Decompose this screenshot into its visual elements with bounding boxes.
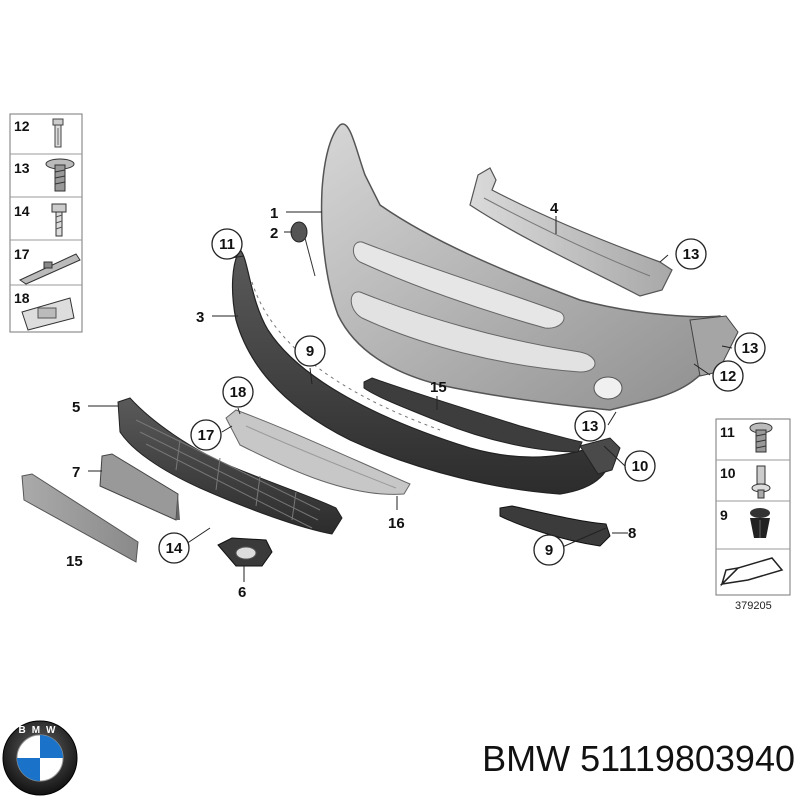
washer-screw-icon xyxy=(45,158,75,192)
svg-text:BMW: BMW xyxy=(19,725,62,736)
bolt-icon xyxy=(51,203,67,237)
callout-15-upper: 15 xyxy=(430,379,447,396)
svg-text:9: 9 xyxy=(306,343,314,360)
callout-5: 5 xyxy=(72,399,80,416)
expanding-nut-icon xyxy=(750,508,770,538)
underbody-panel-part xyxy=(225,409,411,495)
callout-7: 7 xyxy=(72,464,80,481)
callout-17: 17 xyxy=(190,419,222,451)
callout-8: 8 xyxy=(628,525,636,542)
svg-text:2: 2 xyxy=(270,225,278,242)
legend-label-12: 12 xyxy=(14,118,30,134)
callout-12: 12 xyxy=(712,360,744,392)
license-plate-bracket-part xyxy=(99,453,180,521)
callout-9-lower: 9 xyxy=(533,534,565,566)
legend-label-10: 10 xyxy=(720,465,736,481)
legend-label-17: 17 xyxy=(14,246,30,262)
callout-10: 10 xyxy=(624,450,656,482)
callout-13-top: 13 xyxy=(675,238,707,270)
callout-9-upper: 9 xyxy=(294,335,326,367)
legend-label-18: 18 xyxy=(14,290,30,306)
callout-3: 3 xyxy=(196,309,204,326)
arrow-symbol-icon xyxy=(719,557,784,587)
callout-16: 16 xyxy=(388,515,405,532)
callout-6: 6 xyxy=(238,584,246,601)
diagram-reference-number: 379205 xyxy=(735,600,772,612)
legend-left-panel: 12 13 14 17 18 xyxy=(9,113,83,333)
svg-text:13: 13 xyxy=(683,246,700,263)
legend-label-13: 13 xyxy=(14,160,30,176)
rivet-icon xyxy=(52,118,64,148)
callout-1: 1 xyxy=(270,205,278,222)
callout-11: 11 xyxy=(211,228,243,260)
svg-text:17: 17 xyxy=(198,427,215,444)
svg-text:15: 15 xyxy=(430,379,447,396)
lower-grille-part xyxy=(117,397,343,535)
svg-text:9: 9 xyxy=(545,542,553,559)
svg-text:11: 11 xyxy=(219,236,235,253)
side-bracket-part xyxy=(579,437,621,475)
callout-14: 14 xyxy=(158,532,190,564)
part-number: 51119803940 xyxy=(580,738,795,779)
legend-label-11: 11 xyxy=(720,424,735,440)
callout-4: 4 xyxy=(550,200,559,217)
svg-text:7: 7 xyxy=(72,464,80,481)
svg-text:3: 3 xyxy=(196,309,204,326)
svg-text:6: 6 xyxy=(238,584,246,601)
grille-bracket-part xyxy=(217,537,273,567)
tow-hook-cap-part xyxy=(290,221,316,277)
callout-13-bottom: 13 xyxy=(574,410,606,442)
bmw-logo: BMW xyxy=(2,720,78,796)
callout-2: 2 xyxy=(270,225,278,242)
part-caption: BMW 51119803940 xyxy=(440,738,795,780)
svg-text:14: 14 xyxy=(166,540,183,557)
callout-13-right: 13 xyxy=(734,332,766,364)
svg-text:5: 5 xyxy=(72,399,80,416)
svg-text:18: 18 xyxy=(230,384,247,401)
svg-text:10: 10 xyxy=(632,458,649,475)
callout-15-lower: 15 xyxy=(66,553,83,570)
plate-icon xyxy=(21,297,75,331)
screw-icon xyxy=(749,422,773,453)
trim-strip-upper-part xyxy=(363,377,583,453)
license-plate-part xyxy=(21,473,139,563)
svg-text:4: 4 xyxy=(550,200,559,217)
clip-icon xyxy=(751,465,771,499)
legend-label-14: 14 xyxy=(14,203,30,219)
brand-name: BMW xyxy=(482,738,571,779)
svg-text:8: 8 xyxy=(628,525,636,542)
bumper-cover-part xyxy=(320,123,739,411)
svg-text:16: 16 xyxy=(388,515,405,532)
legend-right-panel: 11 10 9 xyxy=(715,418,791,596)
upper-carrier-part xyxy=(469,167,673,297)
bracket-icon xyxy=(18,253,81,285)
legend-label-9: 9 xyxy=(720,507,728,523)
svg-text:13: 13 xyxy=(582,418,599,435)
svg-text:12: 12 xyxy=(720,368,737,385)
svg-text:15: 15 xyxy=(66,553,83,570)
svg-text:13: 13 xyxy=(742,340,759,357)
corner-trim-part xyxy=(499,505,611,547)
callout-18: 18 xyxy=(222,376,254,408)
svg-text:1: 1 xyxy=(270,205,278,222)
